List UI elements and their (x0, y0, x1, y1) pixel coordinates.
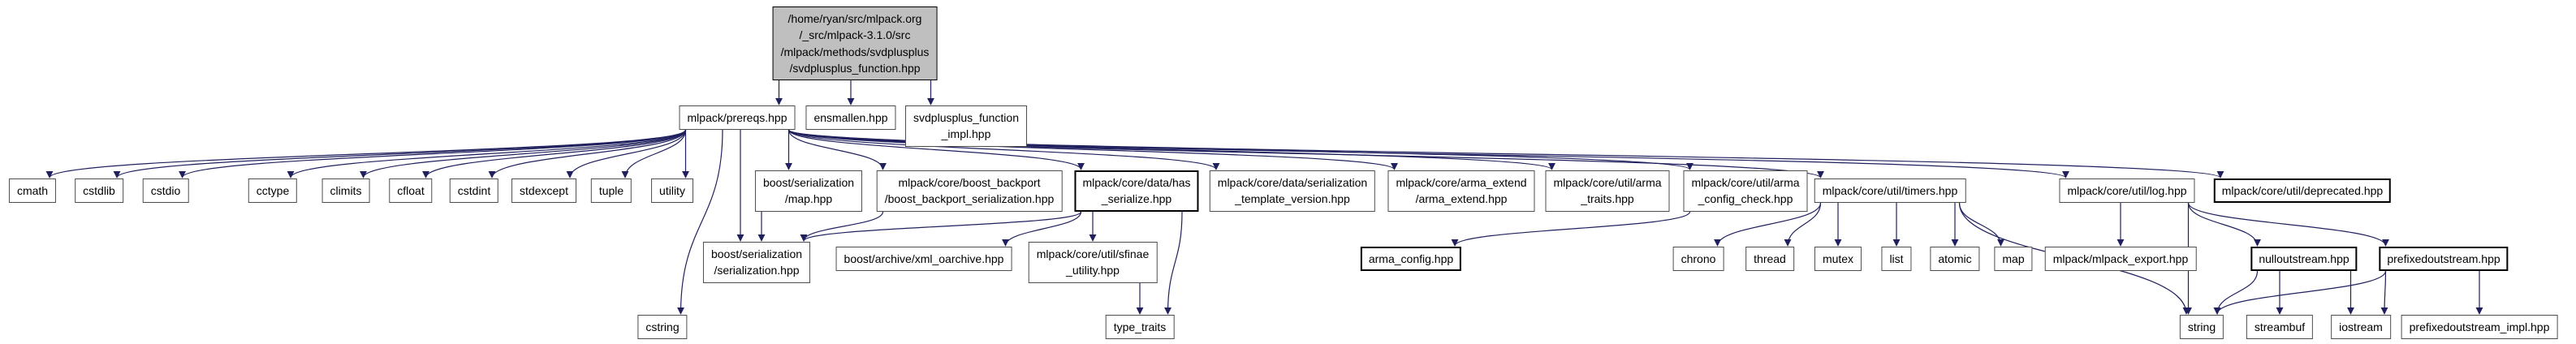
node-arma-config-hpp[interactable]: arma_config.hpp (1360, 247, 1462, 272)
node-boost-serialization-hpp: boost/serialization /serialization.hpp (702, 242, 811, 283)
node-thread: thread (1745, 247, 1794, 272)
node-current-file: /home/ryan/src/mlpack.org /_src/mlpack-3… (772, 6, 938, 81)
node-nulloutstream-hpp[interactable]: nulloutstream.hpp (2250, 247, 2358, 272)
node-atomic: atomic (1930, 247, 1980, 272)
node-list: list (1881, 247, 1912, 272)
node-arma-config-check-hpp[interactable]: mlpack/core/util/arma _config_check.hpp (1683, 170, 1808, 212)
node-iostream: iostream (2331, 315, 2391, 340)
node-chrono: chrono (1672, 247, 1724, 272)
node-cstdint: cstdint (449, 178, 499, 204)
node-arma-extend-hpp[interactable]: mlpack/core/arma_extend /arma_extend.hpp (1387, 170, 1535, 212)
node-cmath: cmath (8, 178, 57, 204)
node-cstdio: cstdio (142, 178, 189, 204)
node-mlpack-prereqs-hpp[interactable]: mlpack/prereqs.hpp (679, 105, 796, 131)
node-utility: utility (651, 178, 693, 204)
node-boost-serialization-map-hpp: boost/serialization /map.hpp (754, 170, 863, 212)
node-sfinae-utility-hpp[interactable]: mlpack/core/util/sfinae _utility.hpp (1028, 242, 1158, 283)
node-arma-traits-hpp[interactable]: mlpack/core/util/arma _traits.hpp (1545, 170, 1670, 212)
node-prefixedoutstream-impl-hpp[interactable]: prefixedoutstream_impl.hpp (2401, 315, 2558, 340)
node-serialization-template-version-hpp[interactable]: mlpack/core/data/serialization _template… (1209, 170, 1376, 212)
node-streambuf: streambuf (2246, 315, 2314, 340)
node-boost-backport-serialization-hpp[interactable]: mlpack/core/boost_backport /boost_backpo… (876, 170, 1063, 212)
node-mutex: mutex (1814, 247, 1862, 272)
node-cfloat: cfloat (389, 178, 433, 204)
node-string: string (2179, 315, 2224, 340)
node-tuple: tuple (590, 178, 632, 204)
node-deprecated-hpp[interactable]: mlpack/core/util/deprecated.hpp (2213, 178, 2392, 204)
node-stdexcept: stdexcept (511, 178, 576, 204)
node-mlpack-export-hpp[interactable]: mlpack/mlpack_export.hpp (2044, 247, 2197, 272)
node-climits: climits (321, 178, 370, 204)
node-has-serialize-hpp[interactable]: mlpack/core/data/has _serialize.hpp (1074, 170, 1199, 212)
node-ensmallen-hpp: ensmallen.hpp (805, 105, 896, 131)
node-cstdlib: cstdlib (75, 178, 123, 204)
node-prefixedoutstream-hpp[interactable]: prefixedoutstream.hpp (2379, 247, 2509, 272)
node-map: map (1994, 247, 2033, 272)
node-log-hpp[interactable]: mlpack/core/util/log.hpp (2059, 178, 2195, 204)
node-svdplusplus-function-impl-hpp[interactable]: svdplusplus_function _impl.hpp (905, 105, 1027, 147)
node-type-traits: type_traits (1105, 315, 1175, 340)
node-timers-hpp[interactable]: mlpack/core/util/timers.hpp (1814, 178, 1966, 204)
node-cstring: cstring (637, 315, 688, 340)
node-cctype: cctype (248, 178, 298, 204)
node-xml-oarchive-hpp: boost/archive/xml_oarchive.hpp (835, 247, 1012, 272)
